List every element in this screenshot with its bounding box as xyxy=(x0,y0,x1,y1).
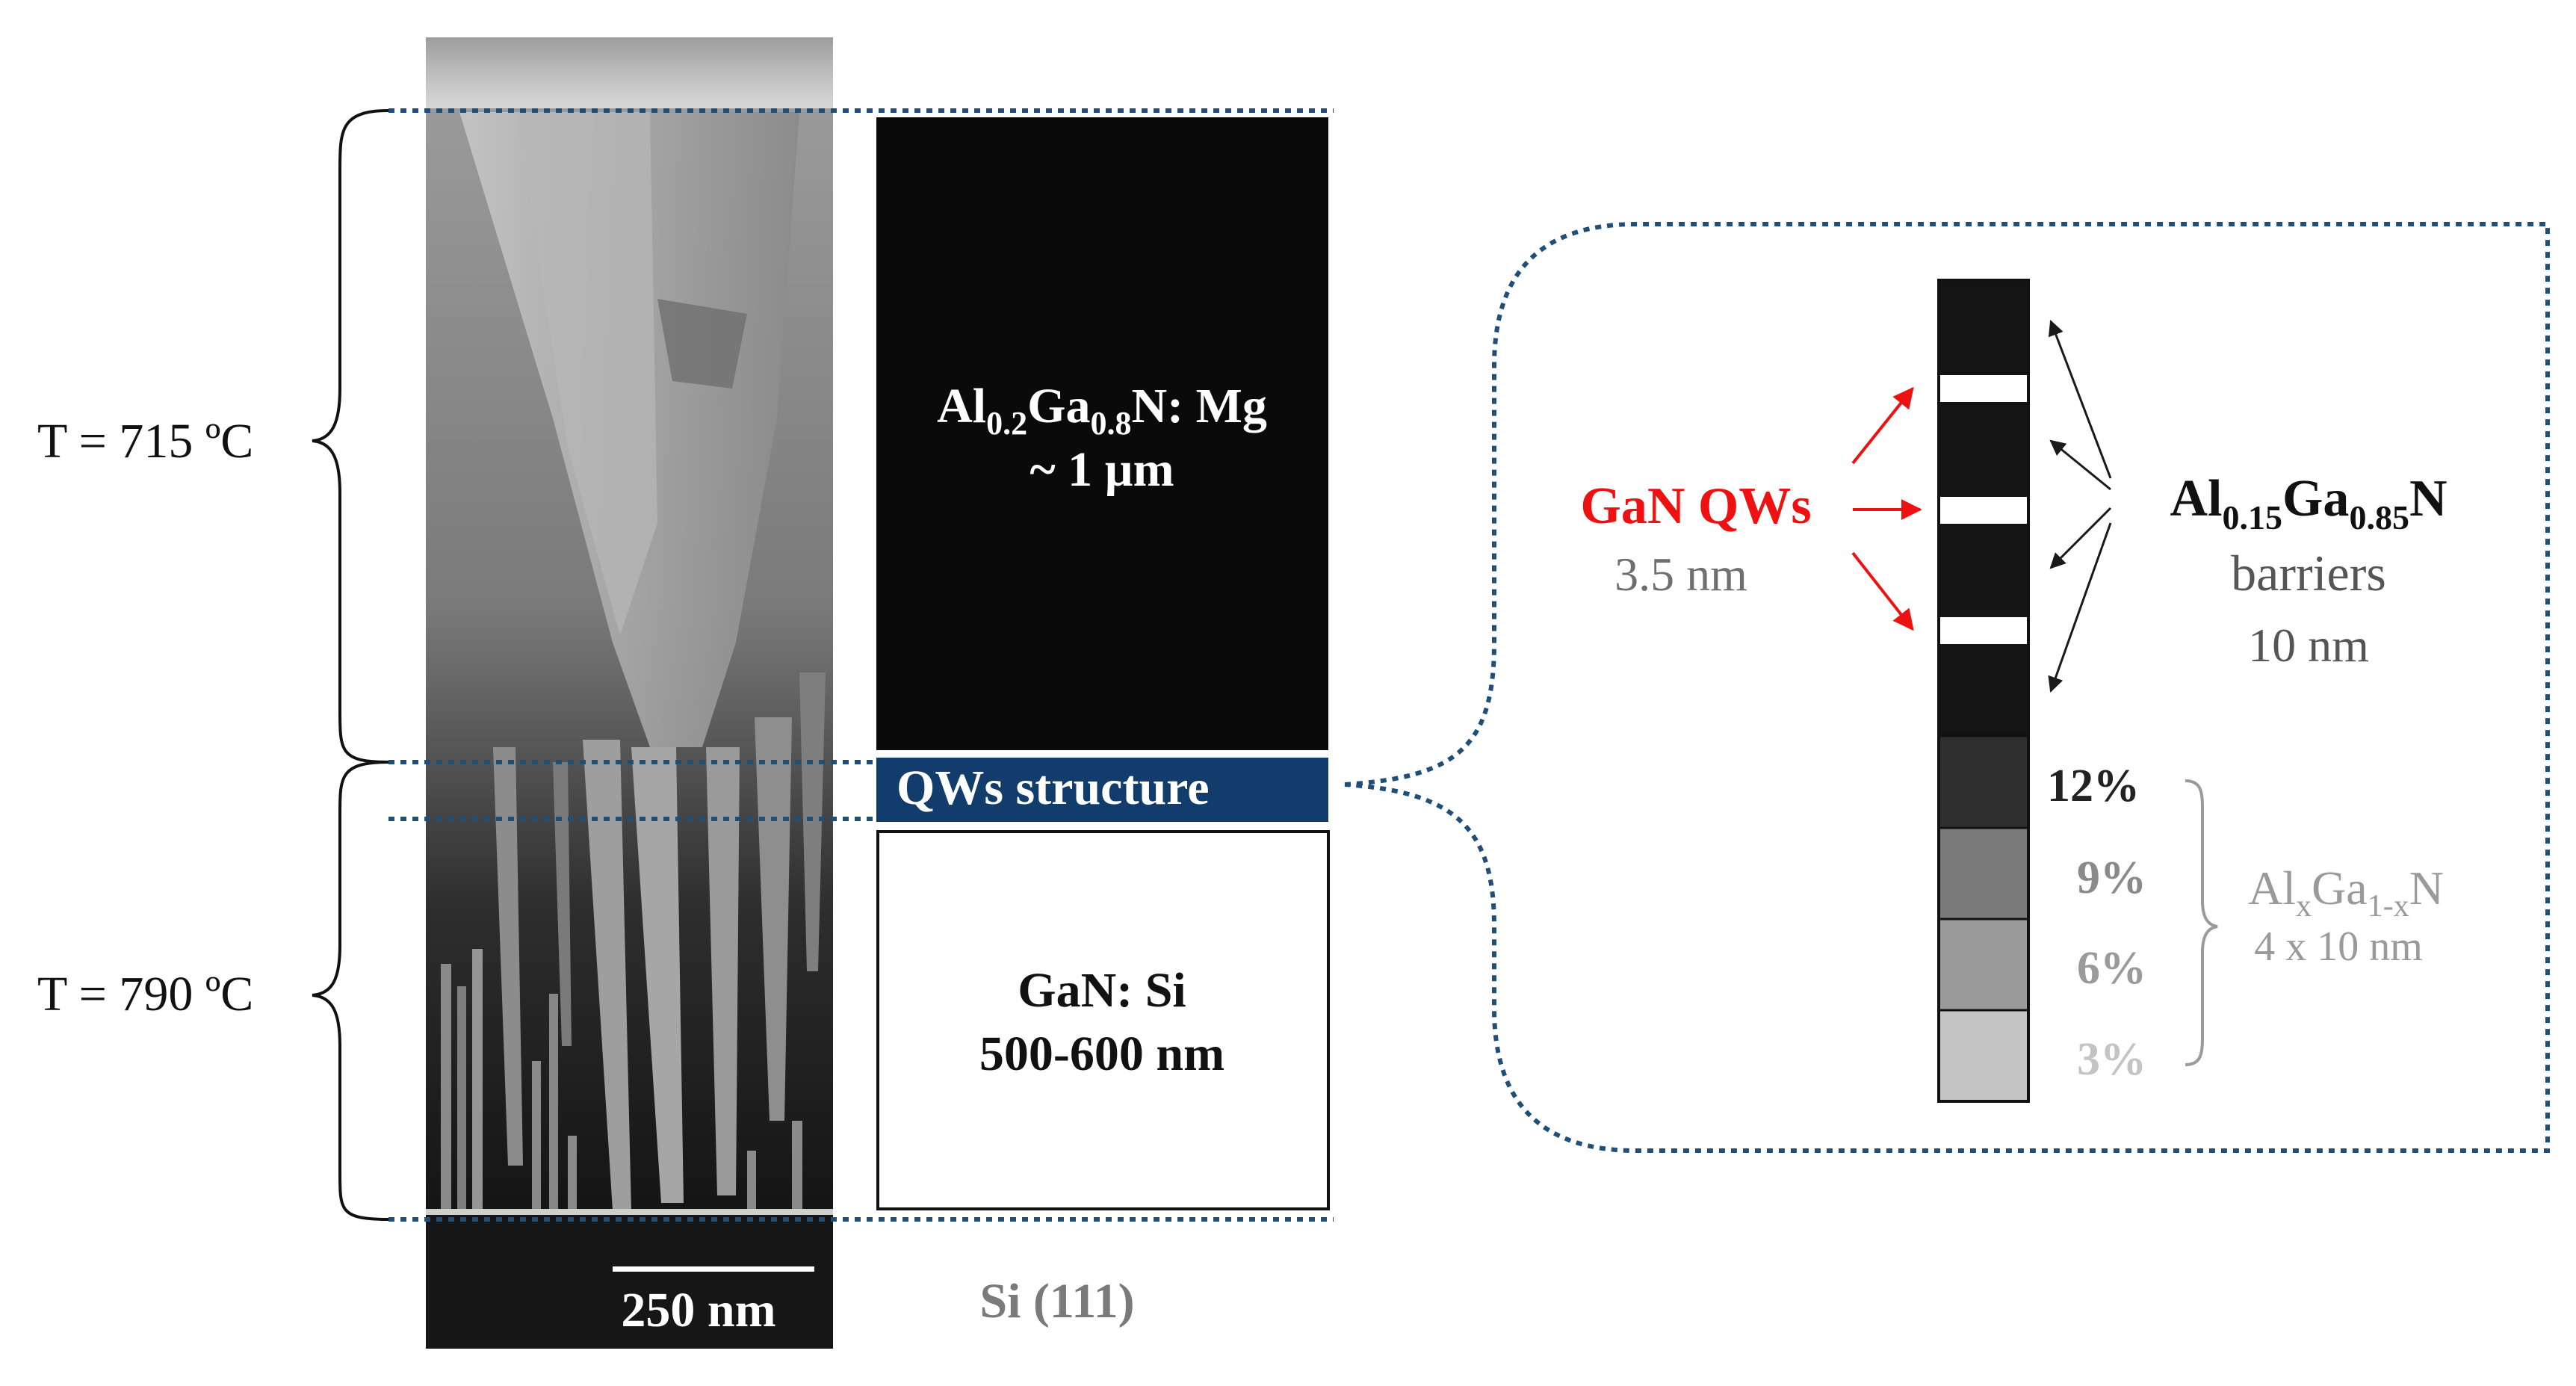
scale-bar xyxy=(613,1266,814,1272)
graded-formula: AlxGa1-xN xyxy=(2248,861,2444,924)
graded-pct-3: 3% xyxy=(2077,1034,2146,1085)
graded-pct-9: 9% xyxy=(2077,853,2146,903)
barrier-arrows xyxy=(2048,320,2112,693)
barrier-formula: Al0.15Ga0.85N xyxy=(2170,470,2447,536)
gan-qws-thickness: 3.5 nm xyxy=(1614,548,1747,601)
graded-brace xyxy=(2185,779,2218,1066)
graded-layer-12 xyxy=(1939,736,2028,828)
upper-brace xyxy=(312,109,389,764)
graded-layer-6 xyxy=(1939,919,2028,1010)
barrier-thickness: 10 nm xyxy=(2248,619,2369,672)
barrier-name: barriers xyxy=(2231,545,2386,601)
temperature-lower: T = 790 ºC xyxy=(37,967,253,1021)
callout-outline xyxy=(1344,222,2550,1153)
sem-micrograph xyxy=(426,37,833,1349)
guide-lines xyxy=(388,108,1334,1222)
well-arrows xyxy=(1851,386,1922,631)
algan-mg-thickness: ~ 1 µm xyxy=(1030,442,1174,497)
graded-pct-12: 12% xyxy=(2047,761,2140,811)
scale-bar-label: 250 nm xyxy=(621,1283,775,1337)
graded-layer-3 xyxy=(1939,1010,2028,1101)
gan-well-2 xyxy=(1939,497,2028,524)
gan-si-layer xyxy=(876,830,1330,1210)
lower-brace xyxy=(312,761,389,1221)
algan-mg-layer xyxy=(876,117,1328,750)
temperature-upper: T = 715 ºC xyxy=(37,414,253,468)
gan-si-name: GaN: Si xyxy=(1018,963,1186,1018)
gan-well-3 xyxy=(1939,617,2028,644)
qw-structure-band xyxy=(876,758,1328,822)
algan-mg-formula: Al0.2Ga0.8N: Mg xyxy=(937,379,1267,442)
graded-pct-6: 6% xyxy=(2077,943,2146,994)
qw-column xyxy=(1937,279,2030,1103)
graded-layer-9 xyxy=(1939,828,2028,919)
gan-qws-title: GaN QWs xyxy=(1580,477,1811,535)
qw-structure-label: QWs structure xyxy=(897,761,1210,815)
gan-si-thickness: 500-600 nm xyxy=(979,1027,1224,1081)
graded-thickness: 4 x 10 nm xyxy=(2254,924,2423,970)
gan-well-1 xyxy=(1939,375,2028,402)
substrate-label: Si (111) xyxy=(979,1274,1134,1328)
